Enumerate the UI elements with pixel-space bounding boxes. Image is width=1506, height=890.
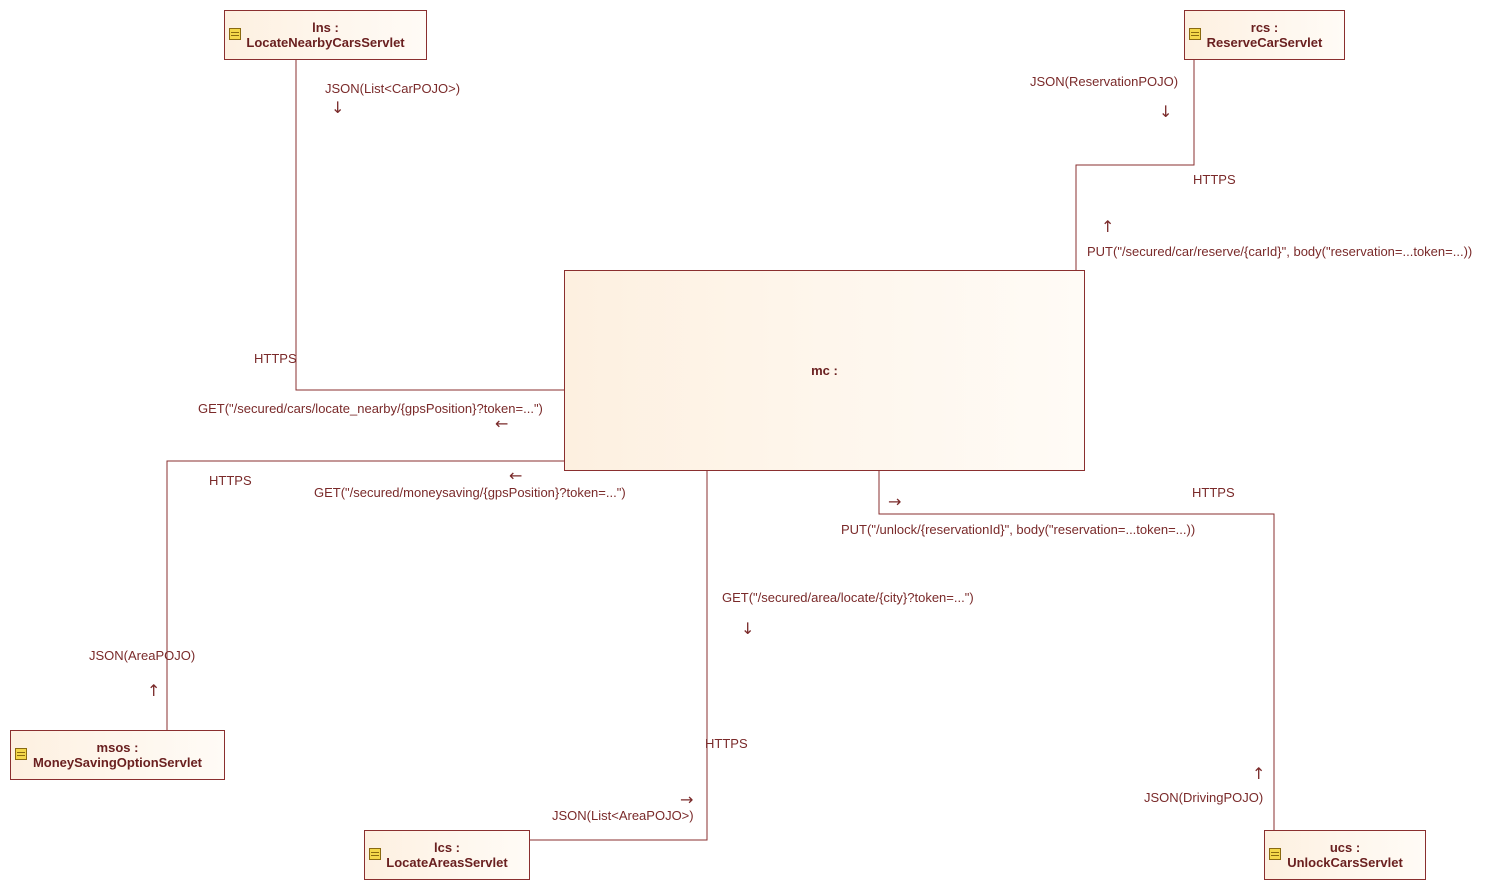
connector-rcs [1075,60,1195,270]
node-msos[interactable]: msos : MoneySavingOptionServlet [10,730,225,780]
ucs-response-label: JSON(DrivingPOJO) [1144,790,1264,805]
rcs-protocol-label: HTTPS [1193,172,1236,187]
arrow-down-icon: ↓ [741,619,755,638]
msos-protocol-label: HTTPS [209,473,252,488]
connector-lcs [530,470,708,841]
arrow-up-icon: ↑ [1101,217,1115,236]
servlet-class-icon [369,848,381,860]
servlet-class-icon [1269,848,1281,860]
rcs-response-label: JSON(ReservationPOJO) [1030,74,1179,89]
node-class: MoneySavingOptionServlet [32,755,203,770]
node-ucs[interactable]: ucs : UnlockCarsServlet [1264,830,1426,880]
arrow-right-icon: → [888,492,902,511]
node-name: lns : [312,20,339,35]
node-class: LocateAreasServlet [386,855,508,870]
arrow-right-icon: → [680,790,694,809]
node-lcs[interactable]: lcs : LocateAreasServlet [364,830,530,880]
lcs-request-label: GET("/secured/area/locate/{city}?token=.… [722,590,974,605]
node-name: mc : [811,363,838,378]
arrow-up-icon: ↑ [1252,764,1266,783]
node-name: msos : [96,740,139,755]
node-lns[interactable]: lns : LocateNearbyCarsServlet [224,10,427,60]
msos-response-label: JSON(AreaPOJO) [89,648,196,663]
ucs-request-label: PUT("/unlock/{reservationId}", body("res… [841,522,1196,537]
lcs-response-label: JSON(List<AreaPOJO>) [552,808,694,823]
node-rcs[interactable]: rcs : ReserveCarServlet [1184,10,1345,60]
lns-response-label: JSON(List<CarPOJO>) [325,81,461,96]
node-class: LocateNearbyCarsServlet [246,35,405,50]
node-name: ucs : [1329,840,1361,855]
arrow-left-icon: ← [495,414,509,433]
connector-ucs [878,470,1275,830]
node-name: lcs : [433,840,460,855]
arrow-up-icon: ↑ [147,681,161,700]
arrow-down-icon: ↓ [331,98,345,117]
node-class: UnlockCarsServlet [1287,855,1403,870]
arrow-down-icon: ↓ [1159,102,1173,121]
lcs-protocol-label: HTTPS [705,736,748,751]
ucs-protocol-label: HTTPS [1192,485,1235,500]
lns-request-label: GET("/secured/cars/locate_nearby/{gpsPos… [198,401,543,416]
connector-msos [166,460,564,730]
servlet-class-icon [1189,28,1201,40]
node-name: rcs : [1250,20,1279,35]
connector-lns [295,60,564,391]
arrow-left-icon: ← [509,466,523,485]
node-class: ReserveCarServlet [1206,35,1323,50]
node-mc[interactable]: mc : [564,270,1085,471]
servlet-class-icon [229,28,241,40]
lns-protocol-label: HTTPS [254,351,297,366]
rcs-request-label: PUT("/secured/car/reserve/{carId}", body… [1087,244,1473,259]
servlet-class-icon [15,748,27,760]
msos-request-label: GET("/secured/moneysaving/{gpsPosition}?… [314,485,626,500]
